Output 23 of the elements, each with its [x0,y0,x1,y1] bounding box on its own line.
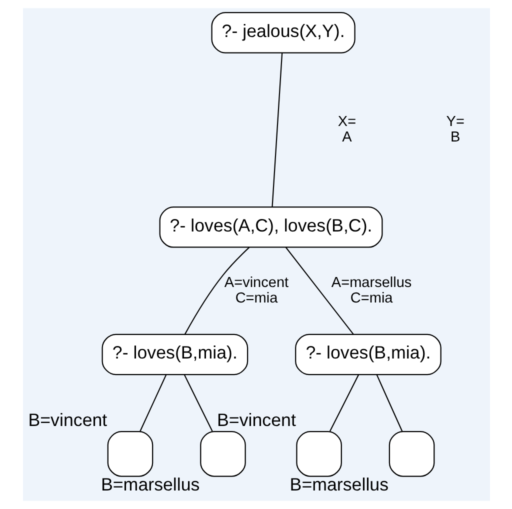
node-label: B=marsellus [289,474,388,495]
connector [284,246,354,335]
label: Y= B [446,114,464,146]
node-label: B=vincent [28,410,107,430]
node-box: ?- loves(B,mia). [101,334,248,376]
connector [328,374,359,432]
node-box: ?- jealous(X,Y). [210,12,355,54]
node-box [296,431,342,477]
connector [376,374,402,432]
node-box [388,431,434,477]
node-label: B=vincent [216,410,296,430]
connector [184,246,250,334]
node-box: ?- loves(A,C), loves(B,C). [158,206,382,248]
connector [183,374,212,432]
edge-label: A=marsellus C=mia [330,274,412,306]
connector [271,52,282,207]
node-box: ?- loves(B,mia). [294,334,441,376]
node-label: B=marsellus [100,474,200,495]
connector [139,374,166,432]
edge-label: A=vincent C=mia [224,274,288,306]
node-box [200,431,246,477]
node-box [106,431,153,477]
label: X= A [337,114,356,146]
